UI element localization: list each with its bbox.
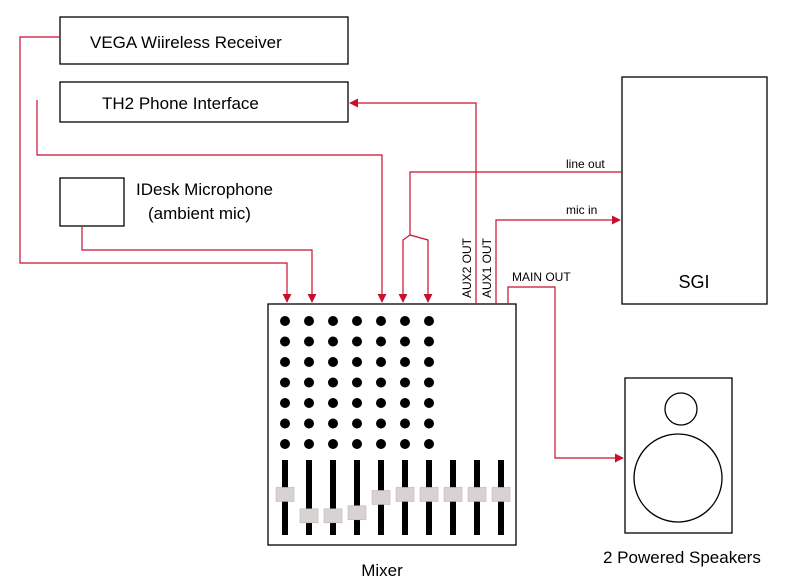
mixer-knob[interactable] bbox=[280, 439, 290, 449]
wire-main-to-speakers bbox=[507, 286, 624, 463]
mixer-knob[interactable] bbox=[304, 439, 314, 449]
speakers-label: 2 Powered Speakers bbox=[603, 548, 761, 567]
mixer-knob[interactable] bbox=[352, 418, 362, 429]
mixer-fader-cap[interactable] bbox=[491, 487, 511, 502]
mixer-knob[interactable] bbox=[328, 398, 338, 408]
mixer-fader-track bbox=[330, 460, 336, 535]
wire-idesk-to-mixer bbox=[81, 227, 317, 303]
mixer-knob[interactable] bbox=[376, 418, 386, 429]
mixer-knob[interactable] bbox=[304, 418, 314, 429]
sgi-node: SGI bbox=[621, 76, 768, 305]
mixer-knob[interactable] bbox=[424, 418, 434, 429]
mixer-knob[interactable] bbox=[376, 336, 386, 347]
mixer-knob[interactable] bbox=[376, 398, 386, 408]
mixer-fader-bank bbox=[275, 460, 511, 535]
mixer-fader-cap[interactable] bbox=[467, 487, 487, 502]
wire-aux1-to-sgi bbox=[495, 215, 621, 304]
mixer-knob[interactable] bbox=[280, 336, 290, 347]
aux1-out-label: AUX1 OUT bbox=[480, 237, 494, 298]
mixer-knob[interactable] bbox=[304, 398, 314, 408]
mixer-knob[interactable] bbox=[352, 398, 362, 408]
mixer-label: Mixer bbox=[361, 561, 403, 580]
mixer-knob[interactable] bbox=[352, 439, 362, 449]
mixer-fader-cap[interactable] bbox=[323, 508, 343, 524]
mixer-knob[interactable] bbox=[328, 418, 338, 429]
speaker-tweeter bbox=[664, 392, 698, 426]
mixer-knob-grid bbox=[280, 316, 434, 449]
mixer-knob[interactable] bbox=[304, 336, 314, 347]
mixer-fader-cap[interactable] bbox=[443, 487, 463, 502]
mixer-fader-track bbox=[354, 460, 360, 535]
sgi-label: SGI bbox=[678, 272, 709, 292]
mixer-knob[interactable] bbox=[400, 398, 410, 408]
mixer-fader-cap[interactable] bbox=[395, 487, 415, 502]
mixer-knob[interactable] bbox=[400, 418, 410, 429]
mixer-knob[interactable] bbox=[376, 439, 386, 449]
th2-phone-interface-label: TH2 Phone Interface bbox=[102, 94, 259, 113]
mixer-knob[interactable] bbox=[280, 316, 290, 326]
idesk-microphone-label: IDesk Microphone bbox=[136, 180, 273, 199]
mic-in-label: mic in bbox=[566, 203, 597, 217]
mixer-knob[interactable] bbox=[280, 377, 290, 388]
mixer-knob[interactable] bbox=[424, 357, 434, 367]
mixer-fader-cap[interactable] bbox=[371, 490, 391, 505]
wire-aux2-to-th2 bbox=[349, 98, 477, 304]
speaker-woofer bbox=[633, 433, 723, 523]
mixer-knob[interactable] bbox=[376, 316, 386, 326]
vega-receiver-node: VEGA Wiireless Receiver bbox=[59, 16, 349, 65]
mixer-knob[interactable] bbox=[304, 316, 314, 326]
wire-vega-to-mixer bbox=[19, 36, 292, 303]
mixer-knob[interactable] bbox=[400, 377, 410, 388]
mixer-knob[interactable] bbox=[328, 439, 338, 449]
mixer-knob[interactable] bbox=[424, 377, 434, 388]
mixer-knob[interactable] bbox=[424, 398, 434, 408]
mixer-knob[interactable] bbox=[424, 439, 434, 449]
line-out-label: line out bbox=[566, 157, 605, 171]
mixer-knob[interactable] bbox=[400, 357, 410, 367]
mixer-knob[interactable] bbox=[352, 357, 362, 367]
mixer-knob[interactable] bbox=[328, 357, 338, 367]
mixer-knob[interactable] bbox=[304, 357, 314, 367]
mixer-knob[interactable] bbox=[352, 316, 362, 326]
mixer-knob[interactable] bbox=[280, 398, 290, 408]
mixer-fader-cap[interactable] bbox=[419, 487, 439, 502]
mixer-knob[interactable] bbox=[304, 377, 314, 388]
mixer-knob[interactable] bbox=[376, 357, 386, 367]
mixer-knob[interactable] bbox=[328, 377, 338, 388]
vega-receiver-label: VEGA Wiireless Receiver bbox=[90, 33, 282, 52]
mixer-knob[interactable] bbox=[400, 316, 410, 326]
mixer-fader-track bbox=[306, 460, 312, 535]
th2-phone-interface-node: TH2 Phone Interface bbox=[59, 81, 349, 123]
mixer-fader-cap[interactable] bbox=[275, 487, 295, 502]
mixer-knob[interactable] bbox=[280, 357, 290, 367]
wire-th2-to-mixer bbox=[36, 100, 387, 303]
mixer-knob[interactable] bbox=[424, 316, 434, 326]
mixer-knob[interactable] bbox=[280, 418, 290, 429]
mixer-knob[interactable] bbox=[352, 336, 362, 347]
mixer-fader-cap[interactable] bbox=[347, 505, 367, 521]
mixer-knob[interactable] bbox=[424, 336, 434, 347]
mixer-node: Mixer bbox=[267, 303, 517, 580]
mixer-fader-cap[interactable] bbox=[299, 508, 319, 524]
powered-speaker-node: 2 Powered Speakers bbox=[603, 377, 761, 567]
mixer-knob[interactable] bbox=[328, 316, 338, 326]
mixer-knob[interactable] bbox=[400, 439, 410, 449]
idesk-microphone-node: IDesk Microphone (ambient mic) bbox=[59, 177, 273, 227]
mixer-knob[interactable] bbox=[328, 336, 338, 347]
wiring bbox=[19, 36, 624, 463]
mixer-knob[interactable] bbox=[352, 377, 362, 388]
mixer-knob[interactable] bbox=[400, 336, 410, 347]
wire-sgi-lineout-split bbox=[409, 234, 433, 303]
main-out-label: MAIN OUT bbox=[512, 270, 571, 284]
idesk-microphone-sublabel: (ambient mic) bbox=[148, 204, 251, 223]
aux2-out-label: AUX2 OUT bbox=[460, 237, 474, 298]
mixer-knob[interactable] bbox=[376, 377, 386, 388]
